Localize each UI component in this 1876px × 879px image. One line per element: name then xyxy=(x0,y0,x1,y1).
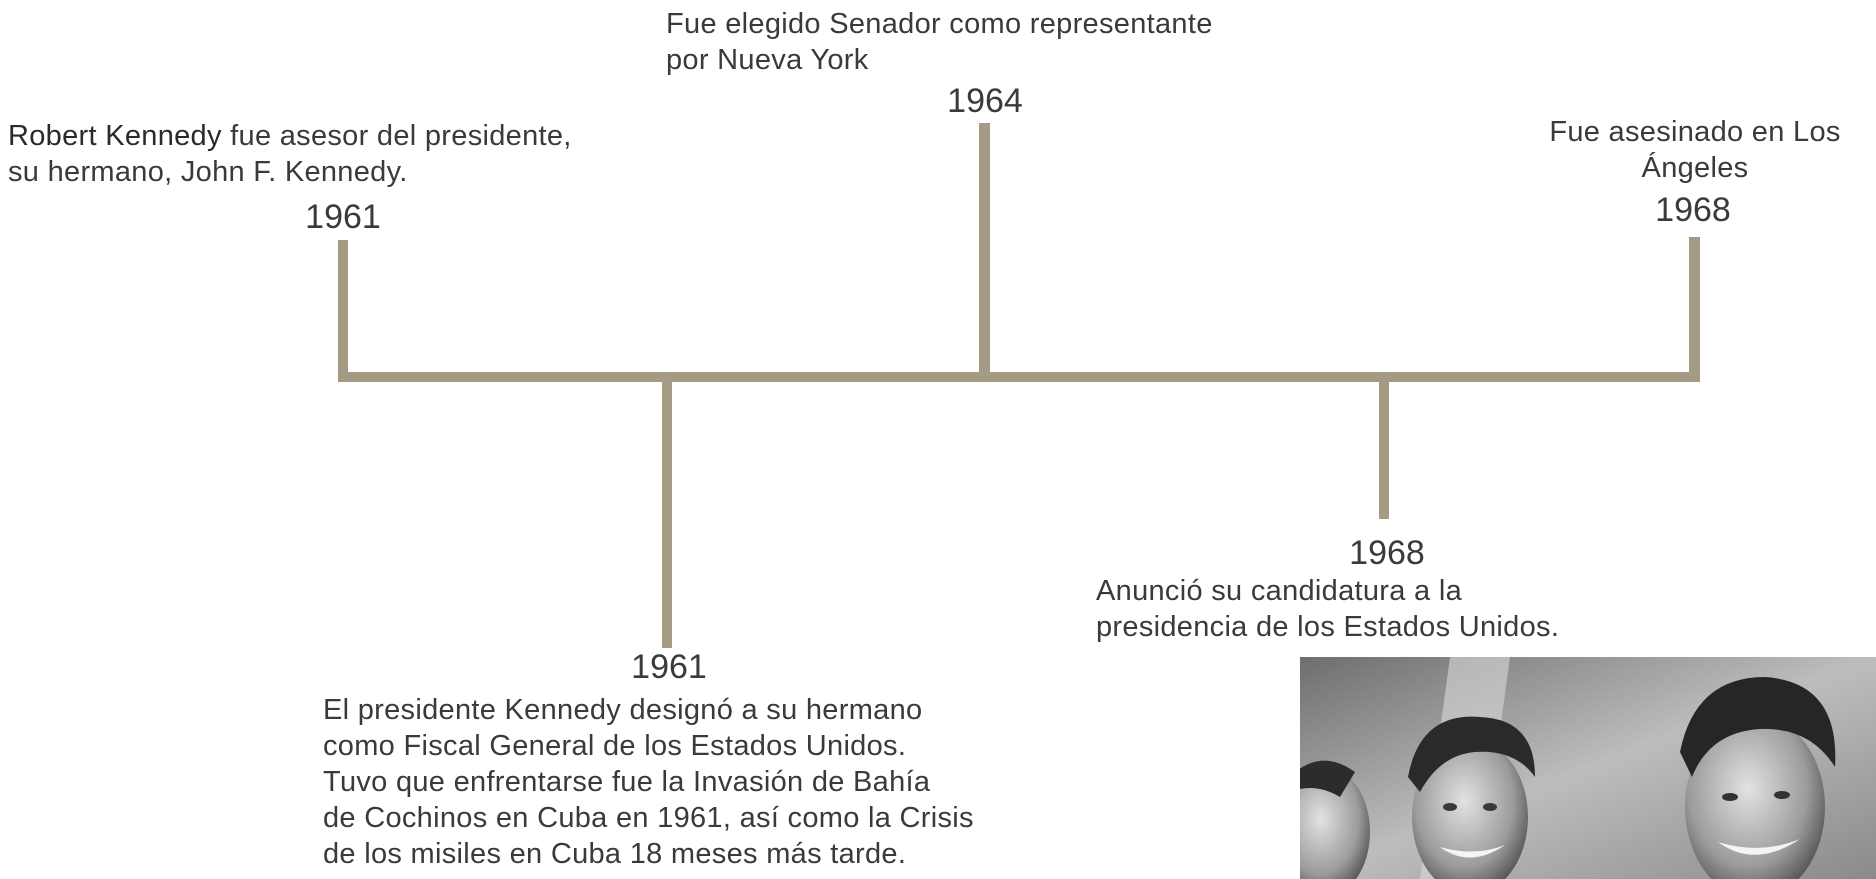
tick-1961-attorney xyxy=(662,378,672,648)
photo-illustration xyxy=(1300,657,1876,879)
event-year-1968-killed: 1968 xyxy=(1655,191,1731,229)
event-text-1961-advisor: Robert Kennedy fue asesor del presidente… xyxy=(8,118,572,190)
event-line: Tuvo que enfrentarse fue la Invasión de … xyxy=(323,766,931,798)
tick-1968-killed xyxy=(1689,237,1700,382)
timeline-axis xyxy=(338,372,1700,382)
event-line: Anunció su candidatura a la xyxy=(1096,575,1463,607)
tick-1961-advisor xyxy=(338,240,348,382)
event-line: de Cochinos en Cuba en 1961, así como la… xyxy=(323,802,974,834)
event-year-1964-senator: 1964 xyxy=(947,82,1023,120)
event-line: fue asesor del presidente, xyxy=(221,120,572,152)
event-text-1968-candidacy: Anunció su candidatura a la presidencia … xyxy=(1096,573,1559,645)
kennedy-brothers-photo xyxy=(1300,657,1876,879)
event-line: Fue asesinado en Los xyxy=(1549,116,1841,148)
event-text-1968-killed: Fue asesinado en Los Ángeles xyxy=(1520,114,1870,186)
event-line: de los misiles en Cuba 18 meses más tard… xyxy=(323,838,907,870)
tick-1968-candidacy xyxy=(1379,372,1389,519)
event-line: El presidente Kennedy designó a su herma… xyxy=(323,694,923,726)
event-line: su hermano, John F. Kennedy. xyxy=(8,156,408,188)
event-year-1961-attorney: 1961 xyxy=(631,648,707,686)
event-name-bold: Robert Kennedy xyxy=(8,120,222,152)
event-year-1968-candidacy: 1968 xyxy=(1349,534,1425,572)
event-line: Fue elegido Senador como representante xyxy=(666,8,1213,40)
event-year-1961-advisor: 1961 xyxy=(305,198,381,236)
event-line: por Nueva York xyxy=(666,44,869,76)
event-line: como Fiscal General de los Estados Unido… xyxy=(323,730,907,762)
event-line: Ángeles xyxy=(1641,152,1749,184)
event-text-1964-senator: Fue elegido Senador como representante p… xyxy=(666,6,1213,78)
tick-1964-senator xyxy=(979,123,990,377)
event-line: presidencia de los Estados Unidos. xyxy=(1096,611,1560,643)
event-text-1961-attorney: El presidente Kennedy designó a su herma… xyxy=(323,692,974,872)
